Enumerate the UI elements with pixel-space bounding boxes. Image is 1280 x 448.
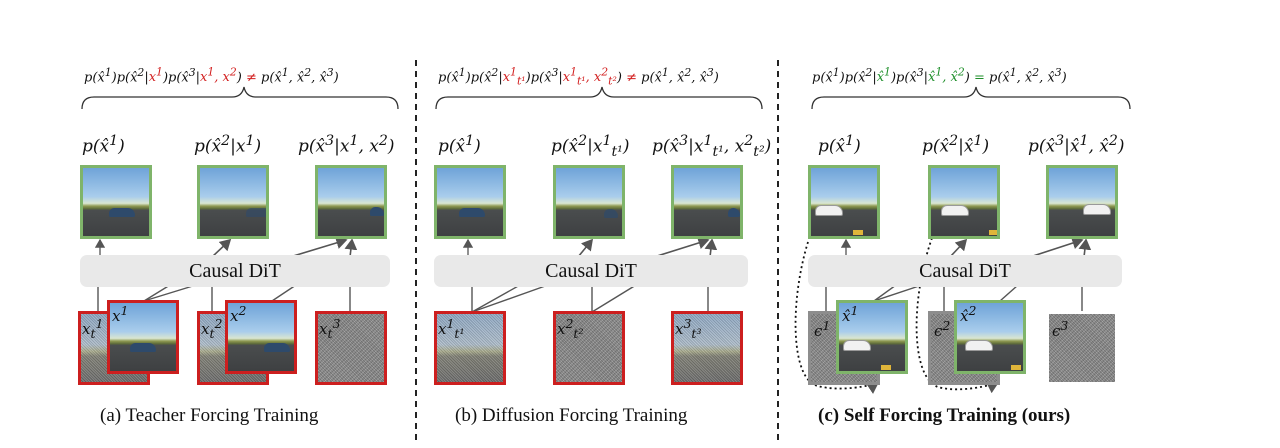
symbol-xt2: xt2 (201, 316, 223, 341)
generated-frame-c2 (954, 300, 1026, 374)
cond-label-c2: p(x̂2|x̂1) (922, 133, 990, 157)
causal-dit-self: Causal DiT (808, 255, 1122, 287)
cond-label-c1: p(x̂1) (818, 133, 861, 157)
output-frame-a1 (80, 165, 152, 239)
joint-formula-diffusion: p(x̂1)p(x̂2|x1t¹)p(x̂3|x1t¹, x2t²) ≠ p(x… (438, 66, 719, 88)
cond-label-b1: p(x̂1) (438, 133, 481, 157)
caption-self: (c) Self Forcing Training (ours) (818, 405, 1071, 426)
clean-frame-a2 (225, 300, 297, 374)
causal-dit-teacher: Causal DiT (80, 255, 390, 287)
symbol-xt1-b: x1t¹ (438, 316, 465, 341)
noisy-frame-a3 (315, 311, 387, 385)
symbol-eps1: ϵ1 (814, 318, 831, 340)
noisy-frame-b2 (553, 311, 625, 385)
symbol-eps2: ϵ2 (934, 318, 951, 340)
causal-dit-diffusion: Causal DiT (434, 255, 748, 287)
output-frame-a3 (315, 165, 387, 239)
output-frame-b3 (671, 165, 743, 239)
output-frame-b2 (553, 165, 625, 239)
symbol-xt3-b: x3t³ (675, 316, 702, 341)
cond-label-b2: p(x̂2|x1t¹) (551, 133, 630, 161)
joint-formula-teacher: p(x̂1)p(x̂2|x1)p(x̂3|x1, x2) ≠ p(x̂1, x̂… (84, 66, 339, 86)
noisy-frame-b1 (434, 311, 506, 385)
symbol-xt3: xt3 (319, 316, 341, 341)
generated-frame-c1 (836, 300, 908, 374)
output-frame-c3 (1046, 165, 1118, 239)
noise-frame-c3 (1046, 311, 1118, 385)
cond-label-a1: p(x̂1) (82, 133, 125, 157)
symbol-xhat2: x̂2 (960, 303, 977, 325)
symbol-x1: x1 (112, 303, 129, 325)
caption-diffusion: (b) Diffusion Forcing Training (455, 405, 688, 426)
output-frame-c1 (808, 165, 880, 239)
symbol-eps3: ϵ3 (1052, 318, 1069, 340)
symbol-xt1: xt1 (82, 316, 104, 341)
symbol-xhat1: x̂1 (842, 303, 859, 325)
cond-label-b3: p(x̂3|x1t¹, x2t²) (652, 133, 772, 161)
output-frame-a2 (197, 165, 269, 239)
clean-frame-a1 (107, 300, 179, 374)
symbol-x2: x2 (230, 303, 247, 325)
symbol-xt2-b: x2t² (557, 316, 584, 341)
cond-label-a2: p(x̂2|x1) (194, 133, 262, 157)
cond-label-a3: p(x̂3|x1, x2) (298, 133, 395, 157)
joint-formula-self: p(x̂1)p(x̂2|x̂1)p(x̂3|x̂1, x̂2) = p(x̂1,… (812, 66, 1067, 86)
output-frame-b1 (434, 165, 506, 239)
output-frame-c2 (928, 165, 1000, 239)
noisy-frame-b3 (671, 311, 743, 385)
caption-teacher: (a) Teacher Forcing Training (100, 405, 319, 426)
cond-label-c3: p(x̂3|x̂1, x̂2) (1028, 133, 1125, 157)
